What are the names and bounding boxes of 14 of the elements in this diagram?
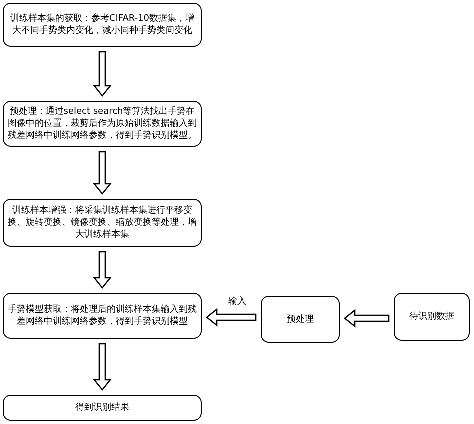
process-box: 训练样本增强：将采集训练样本集进行平移变换、旋转变换、镜像变换、缩放变换等处理，增大训练样本集 bbox=[3, 199, 202, 247]
process-box: 预处理：通过select search等算法找出手势在图像中的位置，裁剪后作为原始训练数据输入到残差网络中训练网络参数，得到手势识别模型。 bbox=[3, 101, 202, 147]
process-box: 训练样本集的获取：参考CIFAR-10数据集，增大不同手势类内变化，减小同种手势类间变化 bbox=[3, 3, 202, 47]
process-box: 预处理 bbox=[261, 296, 340, 343]
hollow-arrow bbox=[344, 309, 390, 328]
hollow-arrow bbox=[93, 251, 112, 290]
process-box: 手势模型获取：将处理后的训练样本集输入到残差网络中训练网络参数，得到手势识别模型 bbox=[3, 293, 202, 339]
process-box: 得到识别结果 bbox=[3, 395, 202, 421]
process-box: 待识别数据 bbox=[394, 293, 470, 341]
hollow-arrow bbox=[93, 151, 112, 196]
hollow-arrow bbox=[206, 308, 257, 327]
hollow-arrow bbox=[93, 51, 112, 98]
hollow-arrow bbox=[93, 343, 112, 392]
edge-label: 输入 bbox=[228, 296, 248, 306]
